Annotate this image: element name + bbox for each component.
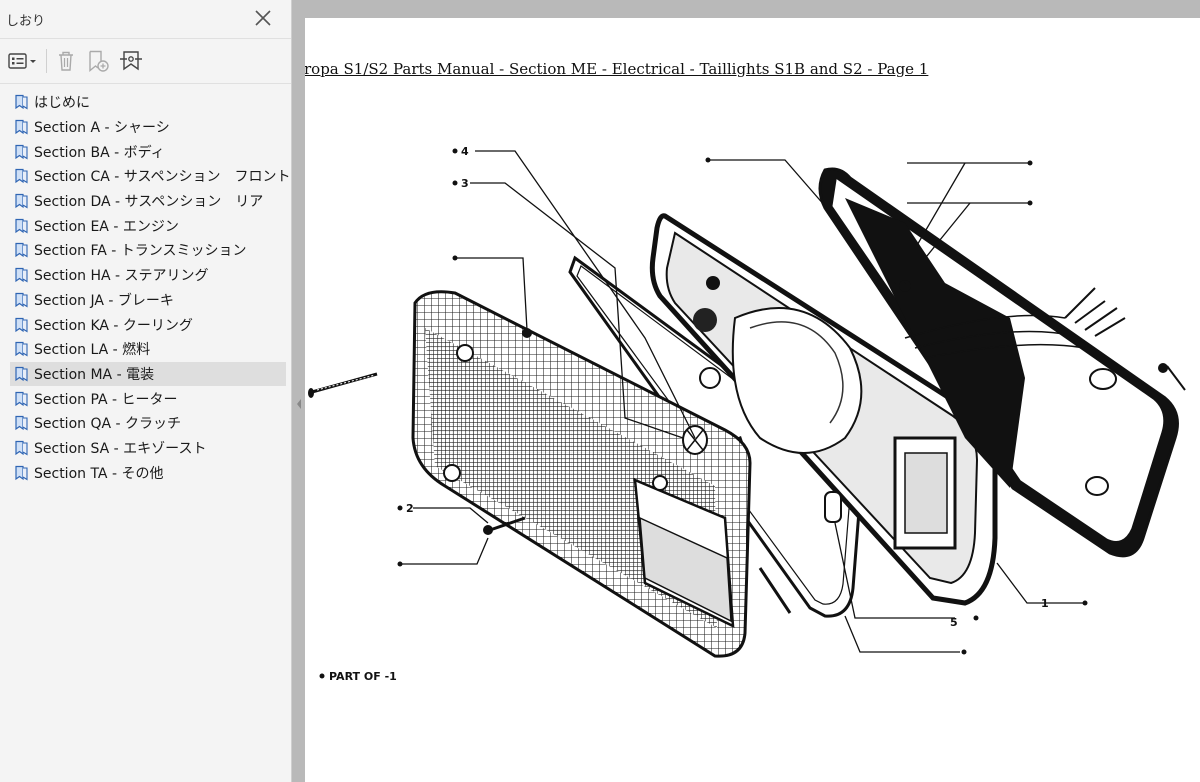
- panel-header: しおり: [0, 0, 291, 39]
- bookmark-label: Section KA - クーリング: [34, 317, 193, 334]
- bookmark-item-intro[interactable]: はじめに: [10, 90, 286, 115]
- bookmark-item-section-sa[interactable]: Section SA - エキゾースト: [10, 436, 286, 461]
- housing-part: [649, 213, 998, 606]
- bookmark-item-section-pa[interactable]: Section PA - ヒーター: [10, 386, 286, 411]
- bookmark-icon: [15, 366, 28, 382]
- bookmark-label: Section CA - サスペンション フロント: [34, 169, 291, 186]
- leader-lines: [400, 150, 1083, 653]
- bookmark-item-section-qa[interactable]: Section QA - クラッチ: [10, 411, 286, 436]
- bookmark-add-icon[interactable]: [86, 49, 110, 73]
- bookmark-item-section-fa[interactable]: Section FA - トランスミッション: [10, 238, 286, 263]
- bookmark-label: Section QA - クラッチ: [34, 416, 182, 433]
- bookmark-icon: [15, 218, 28, 234]
- bookmark-item-section-ba[interactable]: Section BA - ボディ: [10, 139, 286, 164]
- bookmark-icon: [15, 119, 28, 135]
- bookmark-item-section-ea[interactable]: Section EA - エンジン: [10, 213, 286, 238]
- part-label-5: 5: [950, 616, 958, 629]
- back-plate-part: [818, 167, 1186, 558]
- bookmark-label: Section HA - ステアリング: [34, 268, 209, 285]
- bookmark-label: Section PA - ヒーター: [34, 391, 178, 408]
- bookmark-item-section-a[interactable]: Section A - シャーシ: [10, 115, 286, 140]
- bookmark-item-section-ta[interactable]: Section TA - その他: [10, 460, 286, 485]
- bookmark-icon: [15, 317, 28, 333]
- label-dots: [319, 148, 1088, 679]
- bookmarks-toolbar: [0, 39, 291, 84]
- bookmark-list: はじめに Section A - シャーシ Section BA - ボディ S…: [0, 84, 291, 485]
- bookmark-item-section-ha[interactable]: Section HA - ステアリング: [10, 263, 286, 288]
- bookmark-icon: [15, 342, 28, 357]
- bookmark-icon: [15, 292, 28, 308]
- part-label-3: 3: [461, 177, 469, 190]
- close-icon[interactable]: [253, 8, 273, 28]
- bookmark-find-icon[interactable]: [118, 49, 144, 73]
- bookmark-label: Section SA - エキゾースト: [34, 440, 207, 457]
- bookmark-label: Section MA - 電装: [34, 366, 155, 383]
- bookmark-item-section-da[interactable]: Section DA - サスペンション リア: [10, 189, 286, 214]
- bookmark-label: はじめに: [34, 95, 90, 112]
- bookmark-label: Section A - シャーシ: [34, 120, 170, 137]
- bookmark-icon: [15, 416, 28, 431]
- bookmark-label: Section EA - エンジン: [34, 218, 179, 235]
- part-of-note: PART OF -1: [329, 670, 397, 683]
- bookmark-icon: [15, 268, 28, 283]
- bookmark-icon: [15, 95, 28, 110]
- panel-title: しおり: [6, 14, 46, 29]
- bookmark-item-section-la[interactable]: Section LA - 燃料: [10, 337, 286, 362]
- bookmark-label: Section JA - ブレーキ: [34, 292, 174, 309]
- bookmark-icon: [15, 243, 28, 258]
- part-label-2: 2: [406, 502, 414, 515]
- bookmark-icon: [15, 465, 28, 481]
- bookmark-item-section-ca[interactable]: Section CA - サスペンション フロント: [10, 164, 291, 189]
- panel-collapse-arrow-icon[interactable]: [296, 398, 302, 410]
- bookmark-icon: [15, 193, 28, 209]
- bookmark-label: Section DA - サスペンション リア: [34, 194, 264, 211]
- trash-icon[interactable]: [55, 49, 77, 73]
- part-label-4: 4: [461, 145, 469, 158]
- screw-part: [308, 372, 378, 398]
- page-heading-link[interactable]: ropa S1/S2 Parts Manual - Section ME - E…: [305, 60, 929, 78]
- list-options-icon[interactable]: [8, 49, 38, 73]
- bookmark-icon: [15, 391, 28, 407]
- document-page: ropa S1/S2 Parts Manual - Section ME - E…: [305, 18, 1200, 782]
- bookmark-item-section-ma[interactable]: Section MA - 電装: [10, 361, 286, 387]
- toolbar-separator: [46, 49, 47, 73]
- bookmark-label: Section TA - その他: [34, 465, 164, 482]
- taillight-exploded-diagram: 4 3 2 5 1 PART OF -1: [308, 145, 1186, 683]
- bookmark-item-section-ja[interactable]: Section JA - ブレーキ: [10, 288, 286, 313]
- bulb-parts: [483, 280, 911, 614]
- bookmark-label: Section LA - 燃料: [34, 342, 151, 359]
- bookmark-icon: [15, 144, 28, 160]
- bookmark-label: Section BA - ボディ: [34, 144, 165, 161]
- bookmark-icon: [15, 169, 28, 184]
- lens-part: [411, 290, 752, 658]
- bookmarks-panel: しおり はじめに Section A: [0, 0, 292, 782]
- bookmark-label: Section FA - トランスミッション: [34, 243, 247, 260]
- bookmark-icon: [15, 440, 28, 456]
- bookmark-item-section-ka[interactable]: Section KA - クーリング: [10, 312, 286, 337]
- part-label-1: 1: [1041, 597, 1049, 610]
